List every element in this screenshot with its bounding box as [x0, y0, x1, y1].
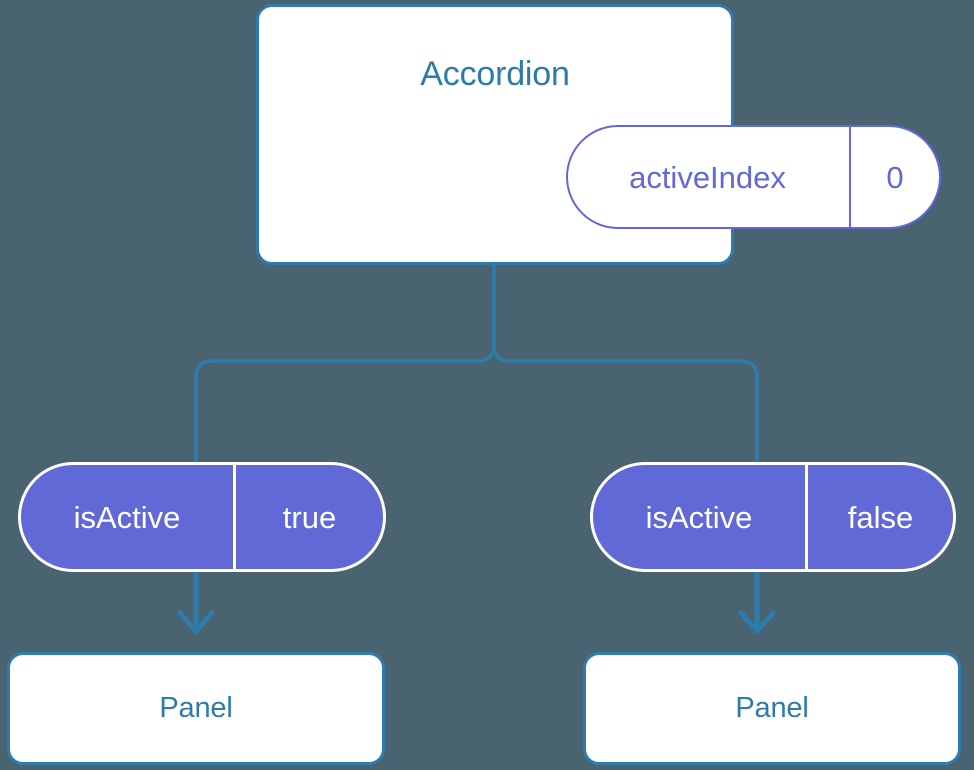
panel-title: Panel	[735, 692, 809, 724]
panel-title: Panel	[159, 692, 233, 724]
state-pill-key: isActive	[73, 499, 181, 535]
panel-component-card-right[interactable]: Panel	[583, 652, 961, 765]
state-pill-value: false	[805, 465, 953, 569]
arrow-head-left-icon	[177, 610, 215, 634]
branch-line-right	[492, 265, 759, 462]
state-pill-is-active-right[interactable]: isActive false	[590, 462, 956, 572]
state-pill-key: isActive	[645, 499, 753, 535]
branch-line-left	[194, 265, 496, 462]
accordion-title: Accordion	[420, 55, 570, 93]
arrow-head-right-icon	[738, 610, 776, 634]
panel-component-card-left[interactable]: Panel	[7, 652, 385, 765]
state-pill-value: 0	[849, 127, 939, 227]
state-pill-active-index[interactable]: activeIndex 0	[566, 125, 941, 229]
state-pill-key: activeIndex	[629, 159, 786, 195]
state-pill-value: true	[233, 465, 383, 569]
state-pill-is-active-left[interactable]: isActive true	[18, 462, 386, 572]
accordion-component-card[interactable]: Accordion activeIndex 0	[256, 4, 941, 265]
